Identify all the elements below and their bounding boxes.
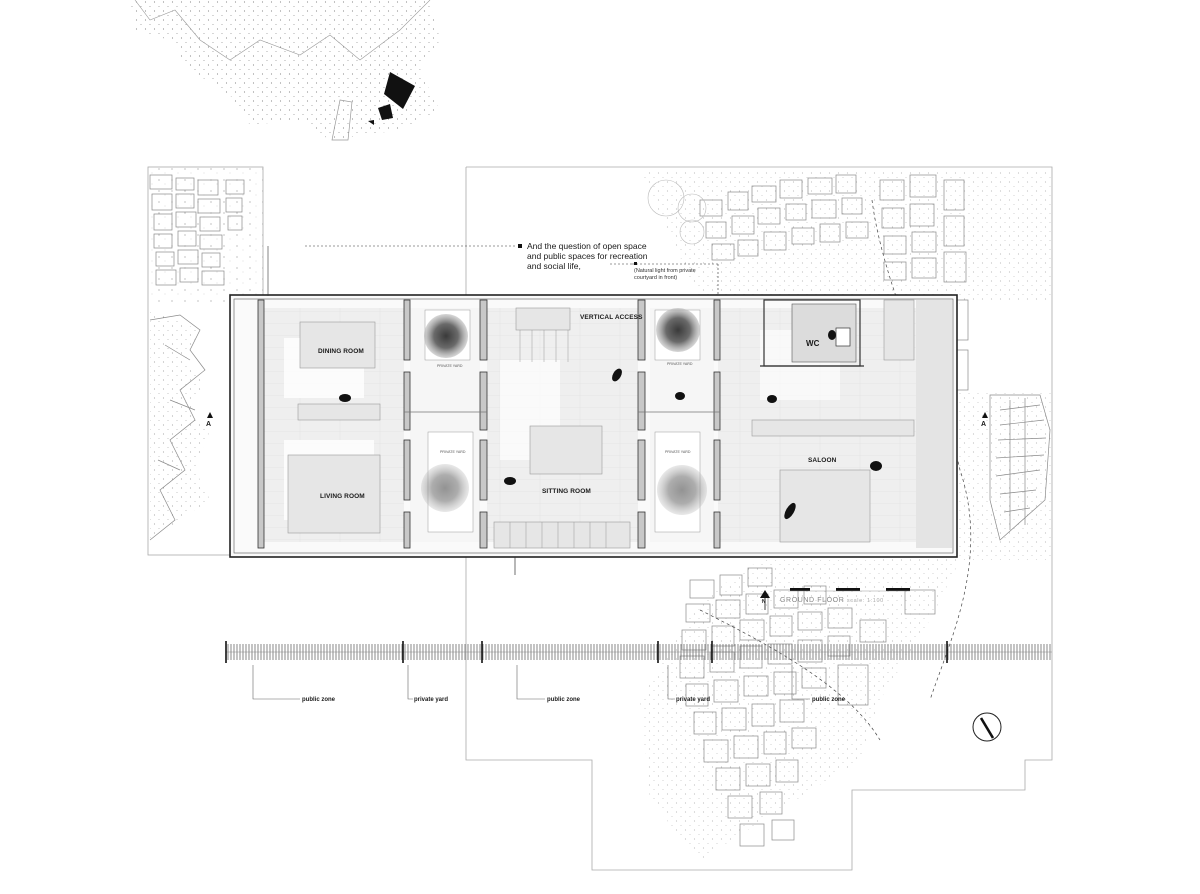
yard-label-1: PRIVATE YARD — [437, 364, 463, 368]
tree-yard1 — [424, 314, 468, 358]
room-vertical-access: VERTICAL ACCESS — [580, 314, 643, 321]
room-wc: WC — [806, 339, 820, 348]
zone-label-1: public zone — [302, 697, 335, 703]
left-site-map — [147, 166, 264, 556]
section-mark-left: A — [206, 421, 212, 428]
zone-band — [225, 641, 1052, 700]
floor-scale: scale: 1:100 — [846, 598, 884, 604]
zone-label-2: private yard — [414, 697, 449, 703]
zone-label-5: public zone — [812, 697, 845, 703]
room-living: LIVING ROOM — [320, 493, 365, 500]
north-mark: N — [762, 599, 766, 605]
yard-label-3: PRIVATE YARD — [667, 362, 693, 366]
yard-label-4: PRIVATE YARD — [665, 450, 691, 454]
annotation-leaders — [267, 245, 719, 296]
room-dining: DINING ROOM — [318, 348, 364, 355]
annotation-main: And the question of open space and publi… — [527, 241, 648, 271]
tree-yard4 — [657, 465, 707, 515]
zone-label-4: private yard — [676, 697, 711, 703]
yard-label-2: PRIVATE YARD — [440, 450, 466, 454]
floor-title: GROUND FLOOR scale: 1:100 — [780, 597, 884, 604]
section-mark-right: A — [981, 421, 987, 428]
room-saloon: SALOON — [808, 457, 837, 464]
tree-yard3 — [656, 308, 700, 352]
building-plan — [229, 294, 958, 558]
top-dot-field — [130, 0, 440, 141]
zone-label-3: public zone — [547, 697, 580, 703]
tree-yard2 — [421, 464, 469, 512]
floor-name: GROUND FLOOR — [780, 597, 845, 604]
room-sitting: SITTING ROOM — [542, 488, 591, 495]
annotation-light: (Natural light from private courtyard in… — [634, 268, 696, 281]
